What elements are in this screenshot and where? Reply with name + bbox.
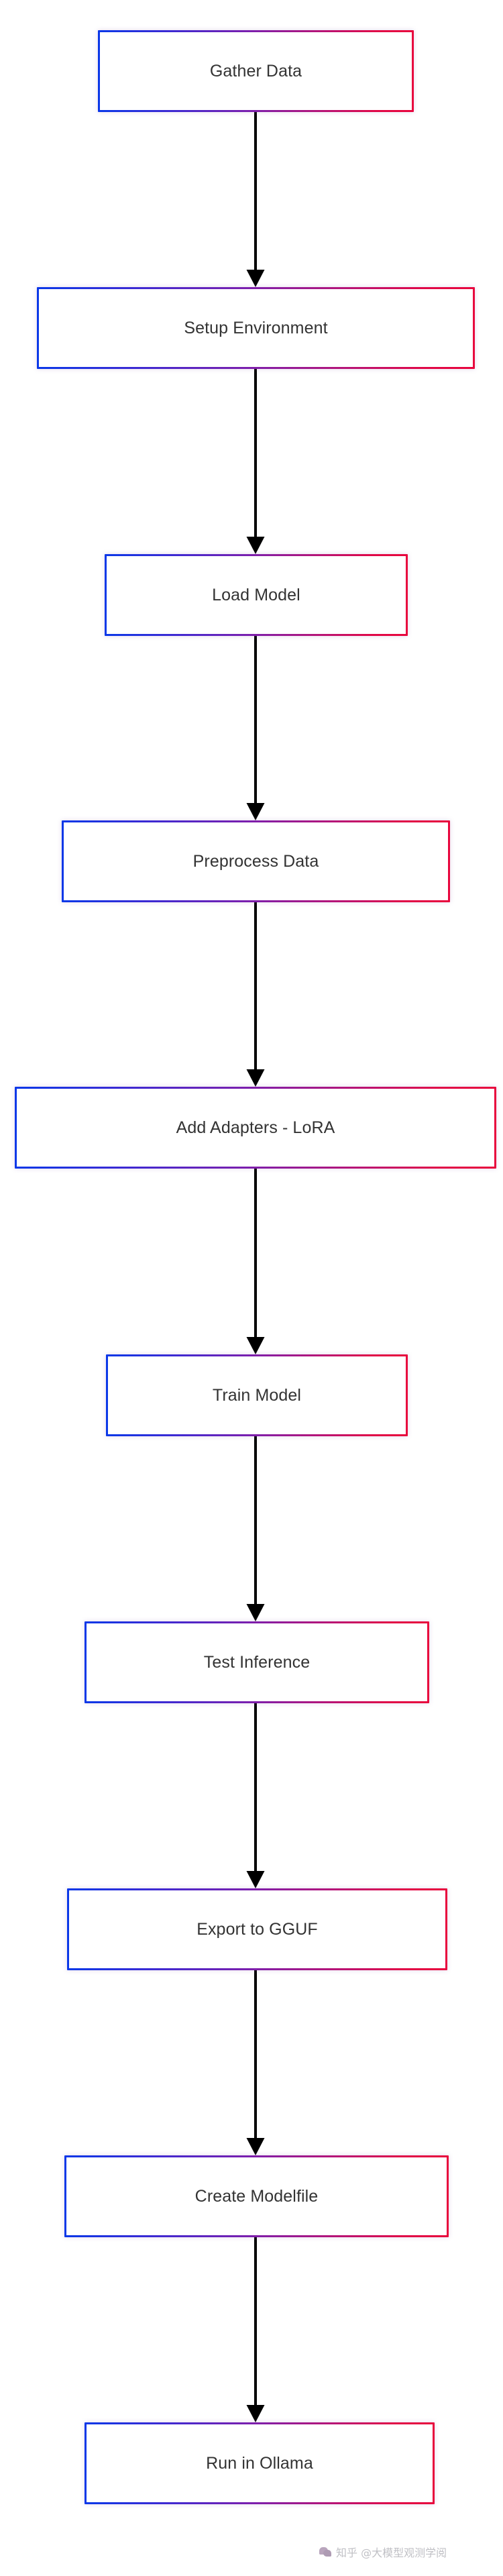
flow-node-n10[interactable]: Run in Ollama (85, 2422, 435, 2504)
flow-node-n2[interactable]: Setup Environment (37, 287, 475, 369)
flow-node-label: Add Adapters - LoRA (176, 1118, 335, 1137)
flow-node-n7[interactable]: Test Inference (85, 1621, 429, 1703)
flow-node-label: Export to GGUF (197, 1919, 318, 1939)
edge-n9-to-n10 (246, 2237, 265, 2422)
flow-node-n9[interactable]: Create Modelfile (64, 2155, 449, 2237)
edge-n1-to-n2 (246, 112, 265, 287)
flow-node-label: Load Model (212, 585, 300, 604)
flow-node-label: Setup Environment (184, 318, 328, 337)
edge-n6-to-n7 (246, 1436, 265, 1621)
edge-n8-to-n9 (246, 1970, 265, 2155)
edge-n5-to-n6 (246, 1169, 265, 1354)
flow-node-label: Test Inference (203, 1652, 311, 1672)
watermark: 知乎 @大模型观测学阅 (319, 2544, 447, 2560)
watermark-text: 知乎 @大模型观测学阅 (336, 2546, 447, 2559)
flow-node-label: Create Modelfile (194, 2186, 319, 2206)
flow-node-n8[interactable]: Export to GGUF (67, 1888, 447, 1970)
flow-node-label: Gather Data (209, 61, 302, 80)
edge-n2-to-n3 (246, 369, 265, 554)
zhihu-logo-icon (319, 2546, 332, 2557)
flow-node-n3[interactable]: Load Model (105, 554, 408, 636)
flow-node-n4[interactable]: Preprocess Data (62, 820, 450, 902)
flow-node-label: Train Model (212, 1385, 302, 1405)
flow-node-label: Run in Ollama (206, 2453, 313, 2473)
flow-node-n6[interactable]: Train Model (106, 1354, 408, 1436)
flow-node-label: Preprocess Data (192, 851, 319, 871)
flow-node-n1[interactable]: Gather Data (98, 30, 414, 112)
edge-n3-to-n4 (246, 636, 265, 820)
edge-n7-to-n8 (246, 1703, 265, 1888)
flow-node-n5[interactable]: Add Adapters - LoRA (15, 1087, 496, 1169)
edge-n4-to-n5 (246, 902, 265, 1087)
